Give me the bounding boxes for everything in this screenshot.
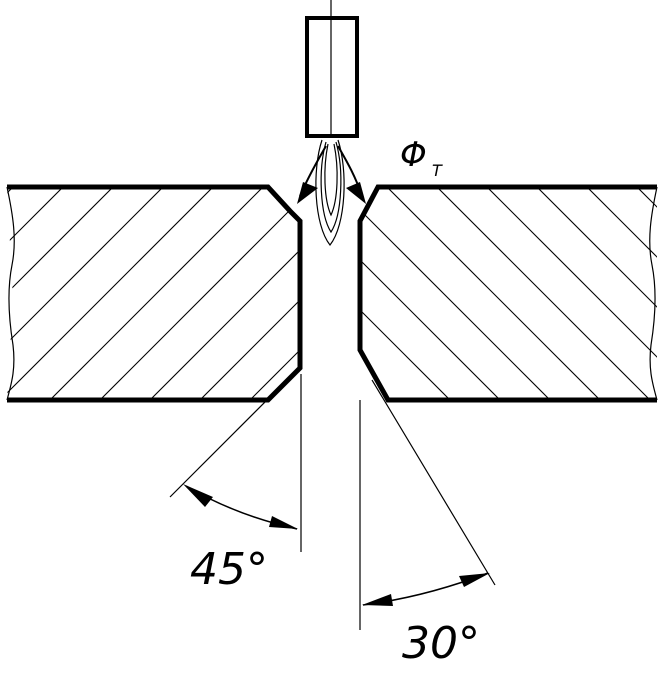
right-plate-hatching [360,187,657,400]
heat-source-subscript: T [432,161,443,180]
left-bevel-extension [169,379,288,498]
heat-arrowhead-left [297,182,318,204]
arrowhead-45-a [183,484,213,507]
torch-nozzle [305,16,359,138]
right-plate-outline [357,184,657,403]
heat-arrowhead-right [346,182,366,204]
heat-source-label: Φ [400,135,427,175]
arrowhead-30-a [362,594,393,606]
arc-flame [315,139,345,246]
right-break-line [649,186,658,401]
arrowhead-30-b [459,573,490,587]
left-break-line [6,186,15,401]
arrowhead-45-b [269,516,298,529]
right-bevel-extension [371,379,496,586]
left-plate-outline [7,184,303,403]
left-plate-hatching [7,187,300,400]
left-angle-label: 45° [190,544,268,595]
right-angle-label: 30° [402,618,480,669]
